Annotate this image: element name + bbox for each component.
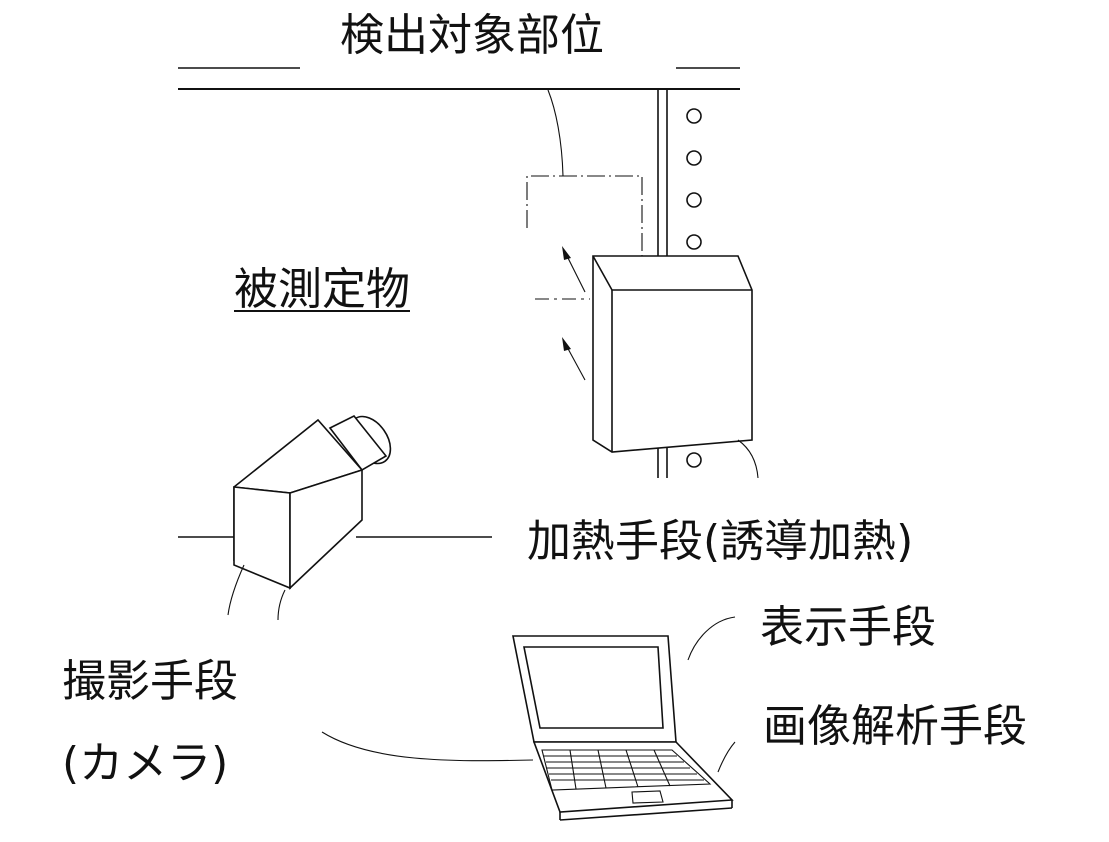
detection-site-leader — [547, 89, 564, 177]
laptop — [512, 635, 734, 821]
label-display-means: 表示手段 — [760, 602, 936, 653]
detection-region — [526, 175, 643, 258]
label-imaging-means: 撮影手段 — [62, 656, 238, 707]
heat-arrows — [535, 246, 590, 381]
camera-cable — [321, 731, 534, 762]
label-camera: (カメラ) — [62, 738, 229, 789]
laptop-touchpad — [631, 790, 664, 804]
laptop-keyboard — [541, 749, 712, 791]
camera — [178, 414, 492, 621]
label-heating-means: 加熱手段(誘導加熱) — [527, 516, 914, 567]
label-image-analysis-means: 画像解析手段 — [763, 701, 1027, 752]
label-detection-site: 検出対象部位 — [340, 10, 604, 61]
display-leader — [687, 616, 736, 661]
beam — [178, 67, 740, 90]
label-measured-object: 被測定物 — [234, 264, 410, 315]
analysis-leader — [717, 741, 736, 773]
heater-box — [592, 255, 759, 479]
